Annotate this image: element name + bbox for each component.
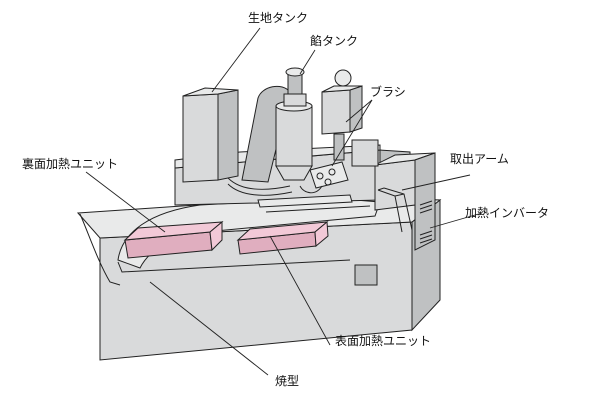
label-front-heating-unit: 表面加熱ユニット [335,334,431,348]
back-heating-unit-block [123,220,224,259]
dough-tank-top [182,87,239,97]
label-dough-tank: 生地タンク [248,11,308,25]
label-back-heating-unit: 裏面加熱ユニット [22,156,118,171]
label-heating-inverter: 加熱インバータ [465,206,549,220]
label-take-out-arm: 取出アーム [450,152,509,166]
dough-tank-front [182,93,219,183]
right-unit-side [414,152,436,251]
label-baking-mold: 焼型 [275,374,299,388]
label-brush: ブラシ [370,84,406,99]
inverter-vents [419,200,433,244]
take-out-arm [377,187,413,233]
leader-lines [85,27,483,376]
dough-tank-side [217,89,239,181]
roller-bar [257,194,353,208]
lead-tank [275,67,313,181]
brush-unit [321,69,379,167]
brush-nozzles [309,161,349,189]
front-heating-unit-block [236,220,329,255]
front-window [354,264,378,286]
label-lead-tank: 餡タンク [310,33,358,48]
right-unit-front [374,159,416,211]
